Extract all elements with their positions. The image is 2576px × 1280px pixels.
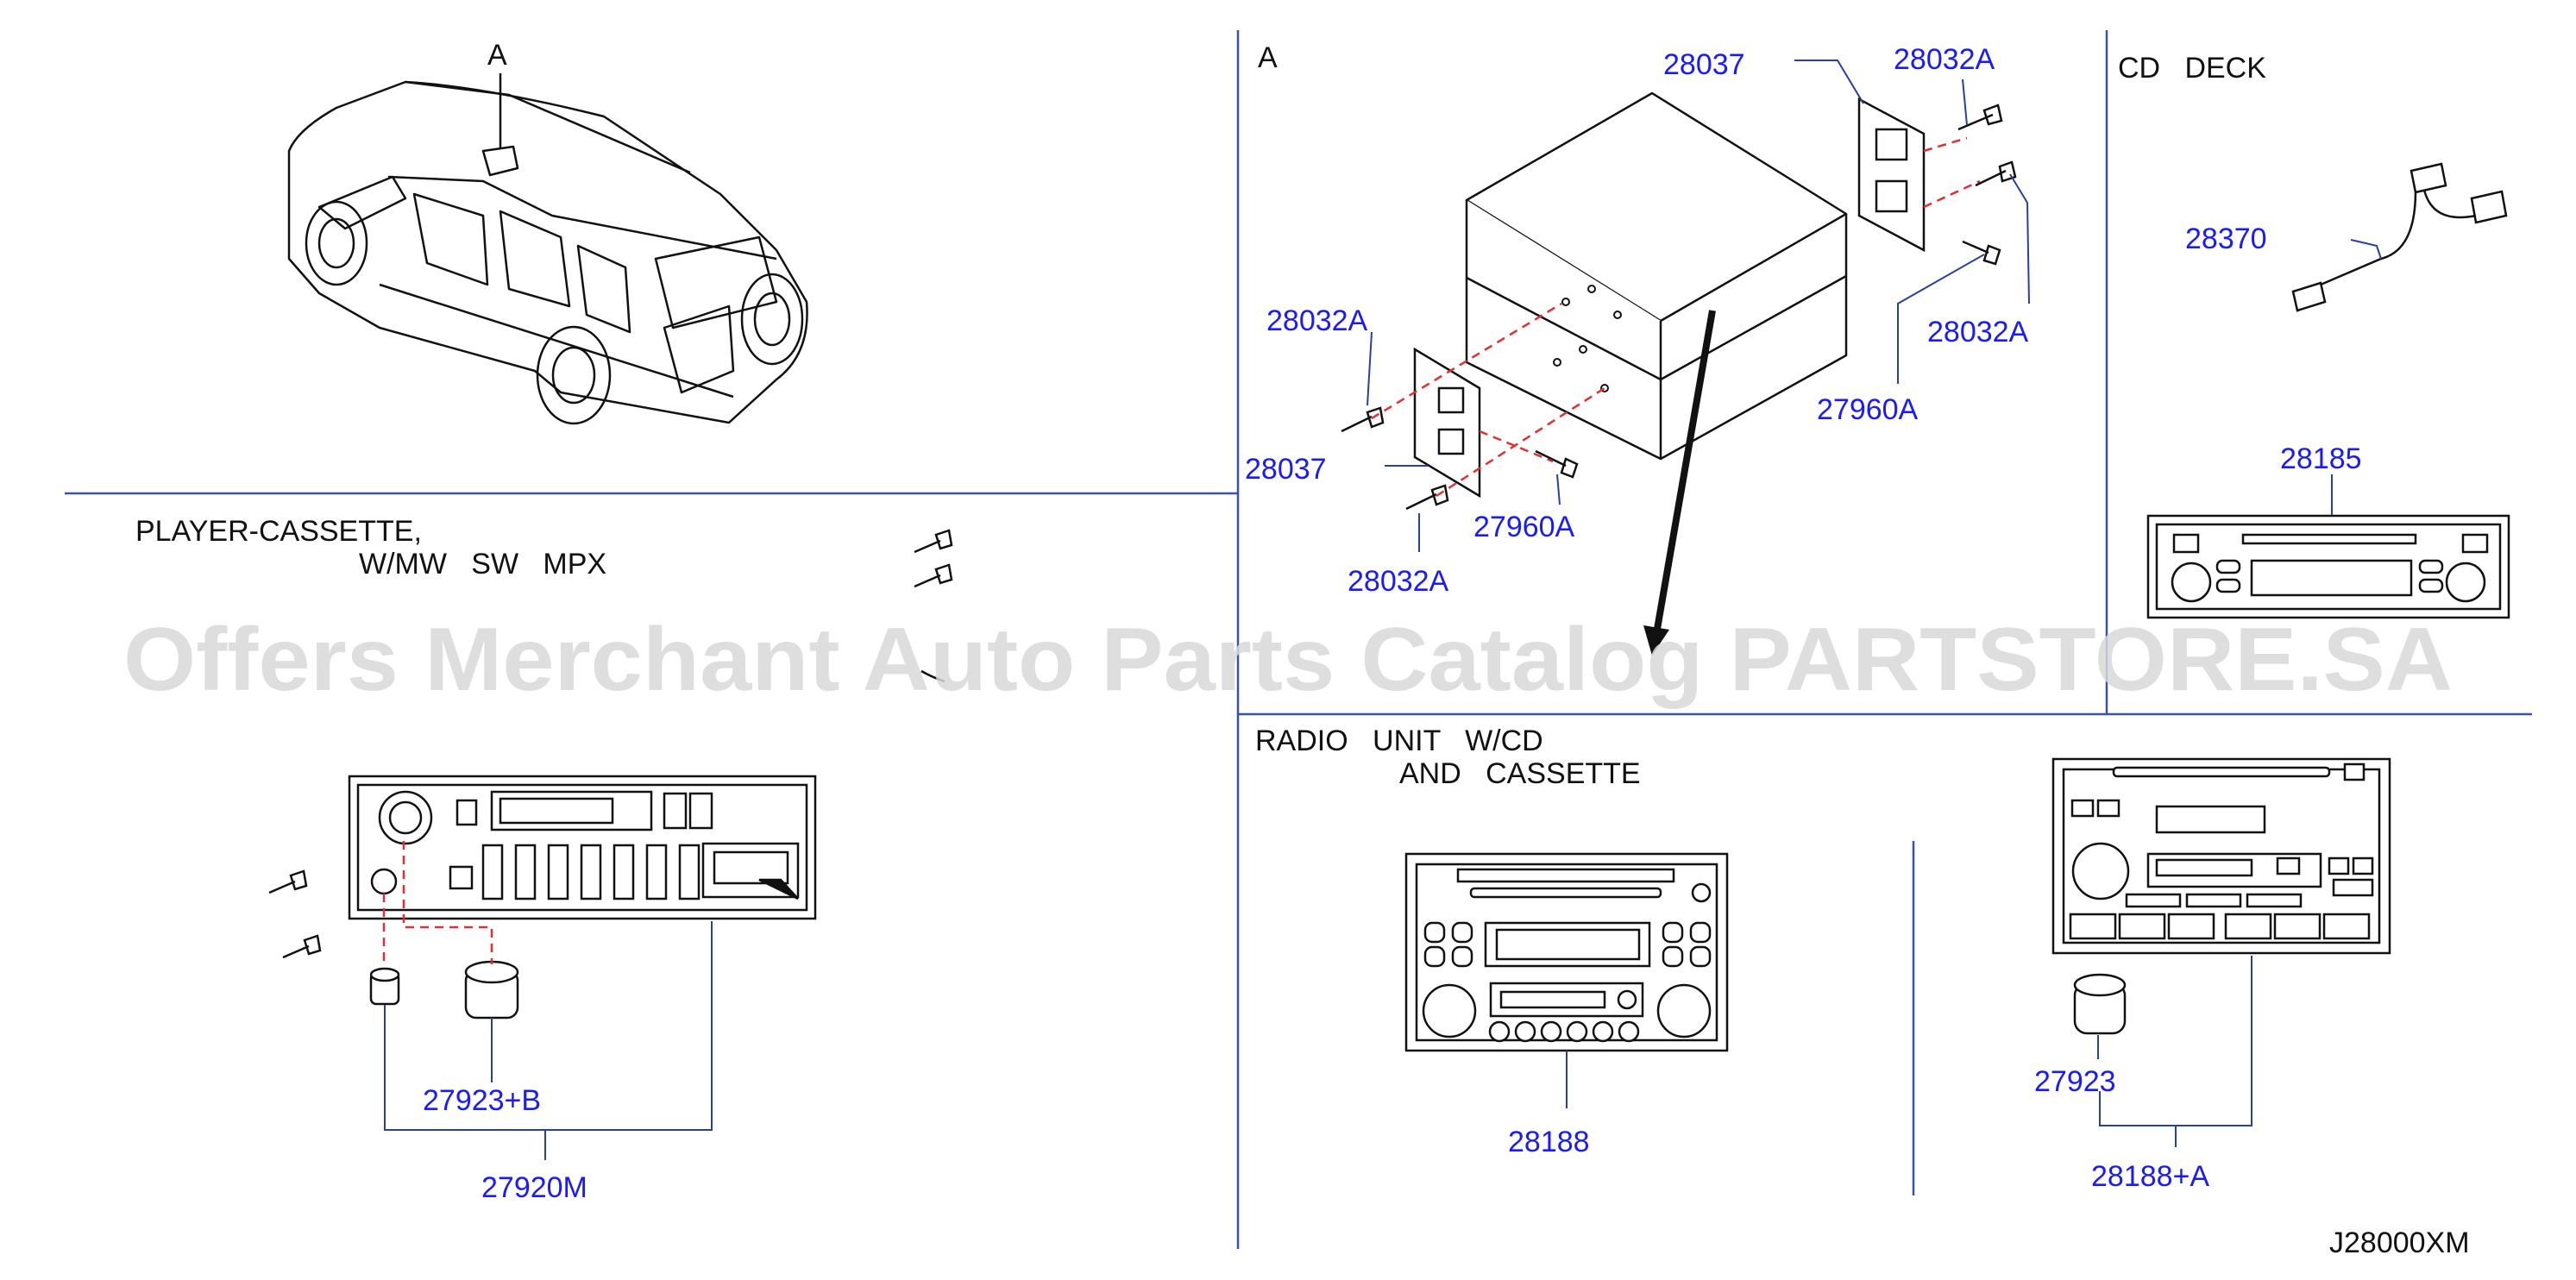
part-27923: 27923 <box>2034 1065 2116 1098</box>
part-27960A-bottom: 27960A <box>1473 511 1575 543</box>
radio-unit-title-2: AND CASSETTE <box>1399 757 1641 790</box>
leader-lines-detail-a <box>1367 60 2030 552</box>
cassette-player-unit <box>348 775 817 920</box>
player-cassette-title-1: PLAYER-CASSETTE, <box>135 515 422 548</box>
watermark-text: Offers Merchant Auto Parts Catalog PARTS… <box>123 610 2453 710</box>
cd-deck-unit <box>2146 514 2510 619</box>
radio-unit-box <box>1465 91 1848 461</box>
leader-lines-cassette <box>384 921 713 1160</box>
cd-deck-title: CD DECK <box>2118 52 2266 85</box>
section-dividers <box>65 30 2532 1249</box>
part-28037-left: 28037 <box>1245 453 1327 486</box>
part-28037-top: 28037 <box>1663 48 1745 81</box>
part-27960A-right: 27960A <box>1817 393 1919 426</box>
part-28188: 28188 <box>1508 1126 1590 1158</box>
part-28185: 28185 <box>2280 442 2362 475</box>
cd-harness-connector <box>2291 162 2508 312</box>
pointer-arrow <box>1643 310 1716 656</box>
box-holes <box>1553 285 1622 392</box>
mounting-brackets <box>1413 97 1926 499</box>
part-27923B: 27923+B <box>423 1084 541 1117</box>
part-28032A-top-right: 28032A <box>1894 43 1995 76</box>
dashed-guides <box>1371 136 1981 498</box>
part-27920M: 27920M <box>481 1171 587 1204</box>
vehicle-illustration <box>287 73 808 425</box>
part-28370: 28370 <box>2185 223 2267 255</box>
player-cassette-title-2: W/MW SW MPX <box>359 548 606 580</box>
vehicle-view-label: A <box>487 39 507 72</box>
detail-a-title: A <box>1258 41 1278 74</box>
part-28032A-right: 28032A <box>1927 316 2029 348</box>
radio-knob-27923 <box>2073 973 2127 1035</box>
leader-lines-cd-deck <box>2331 239 2382 515</box>
leader-lines-radio <box>1566 956 2252 1147</box>
screws-detail-a <box>1341 104 2017 511</box>
part-28188A: 28188+A <box>2091 1160 2209 1193</box>
part-28032A-left: 28032A <box>1266 304 1368 337</box>
radio-unit-28188A <box>2051 757 2391 955</box>
radio-unit-title-1: RADIO UNIT W/CD <box>1255 725 1543 757</box>
part-28032A-bottom: 28032A <box>1348 565 1449 598</box>
dashed-guides-cassette <box>382 841 493 966</box>
radio-unit-28188 <box>1404 852 1729 1052</box>
cassette-knobs <box>369 960 519 1020</box>
drawing-code: J28000XM <box>2329 1227 2470 1259</box>
